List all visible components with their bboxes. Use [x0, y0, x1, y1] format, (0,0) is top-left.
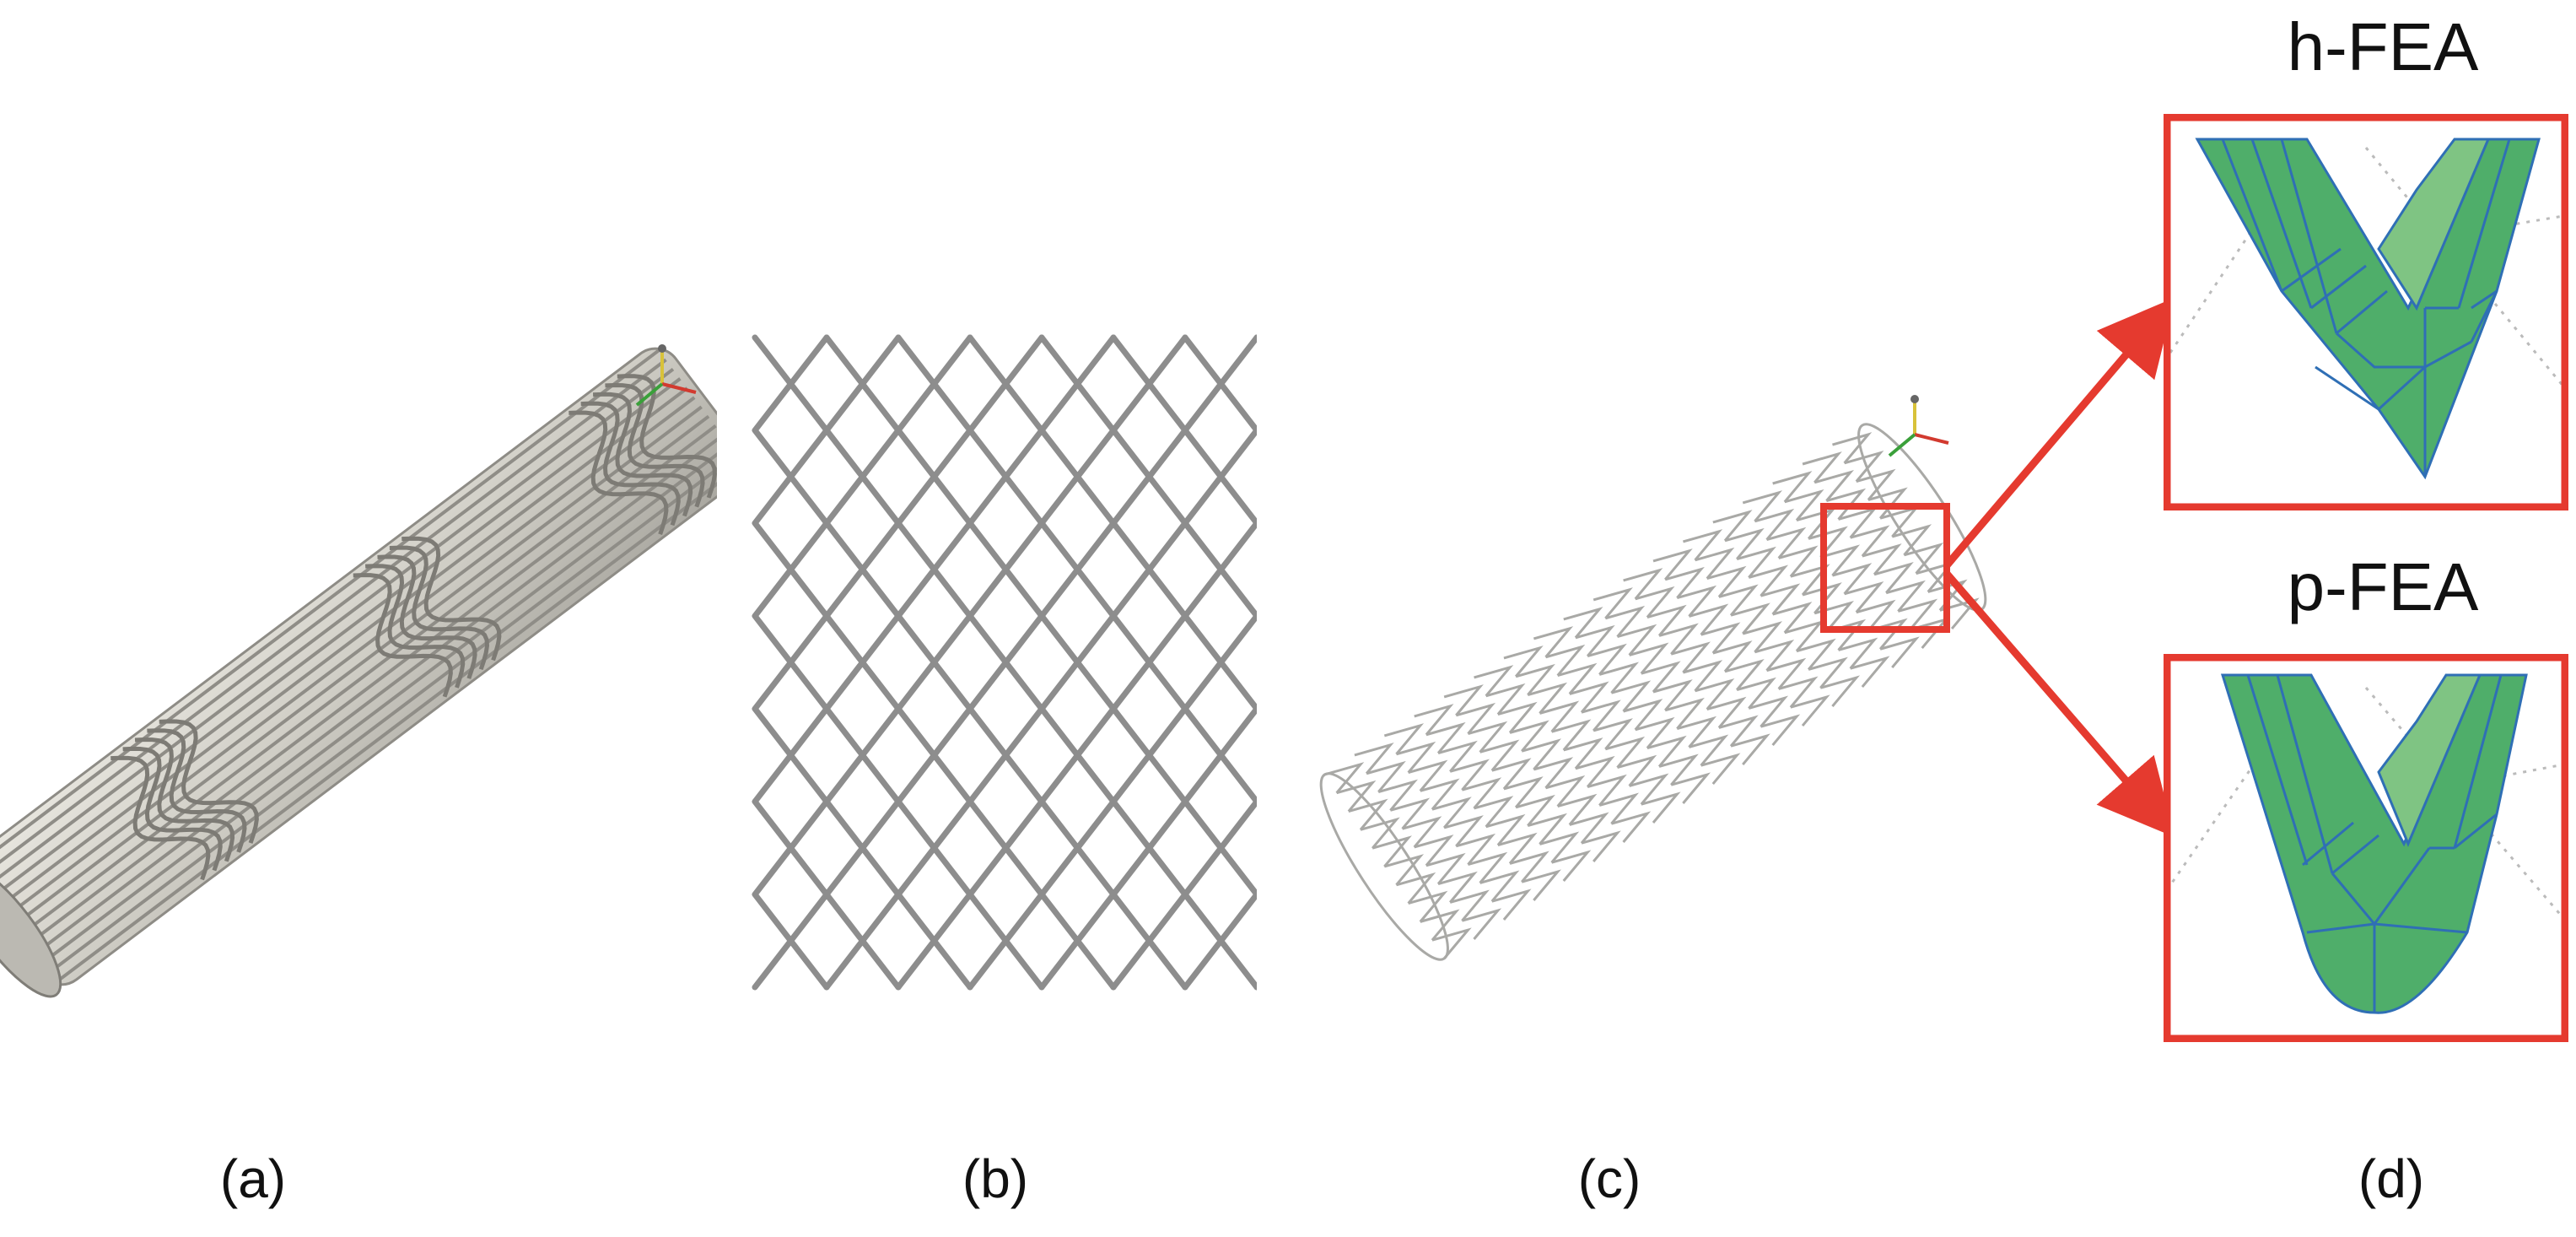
zoom-title-p-fea: p-FEA — [2287, 549, 2479, 624]
axis-triad-icon — [1873, 384, 1974, 477]
panel-label-d: (d) — [2358, 1148, 2425, 1209]
stent-cylinder-wireframe — [1319, 423, 1987, 961]
zoom-p-fea — [2164, 654, 2568, 1042]
panel-label-b: (b) — [962, 1148, 1029, 1209]
panel-c-stent-wireframe — [1282, 397, 2024, 1004]
zoom-region-box — [1820, 503, 1950, 633]
stent-cylinder-solid — [0, 347, 717, 998]
panel-label-c: (c) — [1577, 1148, 1641, 1209]
zoom-h-fea — [2164, 114, 2568, 510]
stent-mesh-flat — [752, 334, 1257, 991]
zoom-title-h-fea: h-FEA — [2287, 9, 2479, 84]
panel-label-a: (a) — [219, 1148, 287, 1209]
panel-a-stent-solid — [0, 321, 717, 1013]
axis-triad-icon — [620, 333, 721, 426]
panel-b-stent-unrolled — [734, 329, 1257, 1004]
